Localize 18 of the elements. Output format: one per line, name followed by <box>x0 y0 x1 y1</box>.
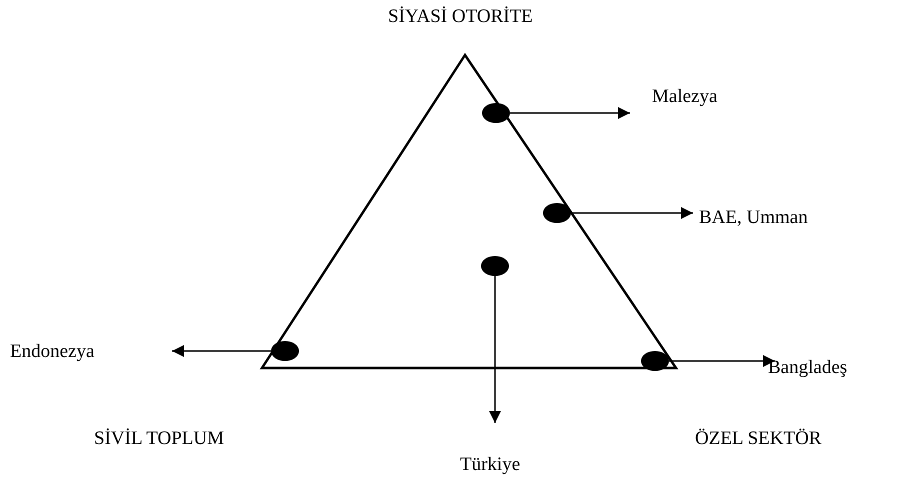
dot-marker <box>641 351 669 371</box>
arrow <box>510 107 630 119</box>
dot-marker <box>271 341 299 361</box>
corner-label: ÖZEL SEKTÖR <box>695 428 822 450</box>
dot-marker <box>481 256 509 276</box>
country-label: Bangladeş <box>768 357 848 379</box>
country-label: Malezya <box>652 86 718 108</box>
arrow <box>489 276 501 423</box>
country-label: BAE, Umman <box>699 207 808 229</box>
dot-marker <box>543 203 571 223</box>
dot-marker <box>482 103 510 123</box>
arrow <box>172 345 271 357</box>
country-label: Türkiye <box>460 454 520 476</box>
arrow <box>669 355 775 367</box>
arrow <box>571 207 693 219</box>
country-label: Endonezya <box>10 341 94 363</box>
corner-label: SİVİL TOPLUM <box>94 428 224 450</box>
corner-label: SİYASİ OTORİTE <box>388 6 533 28</box>
